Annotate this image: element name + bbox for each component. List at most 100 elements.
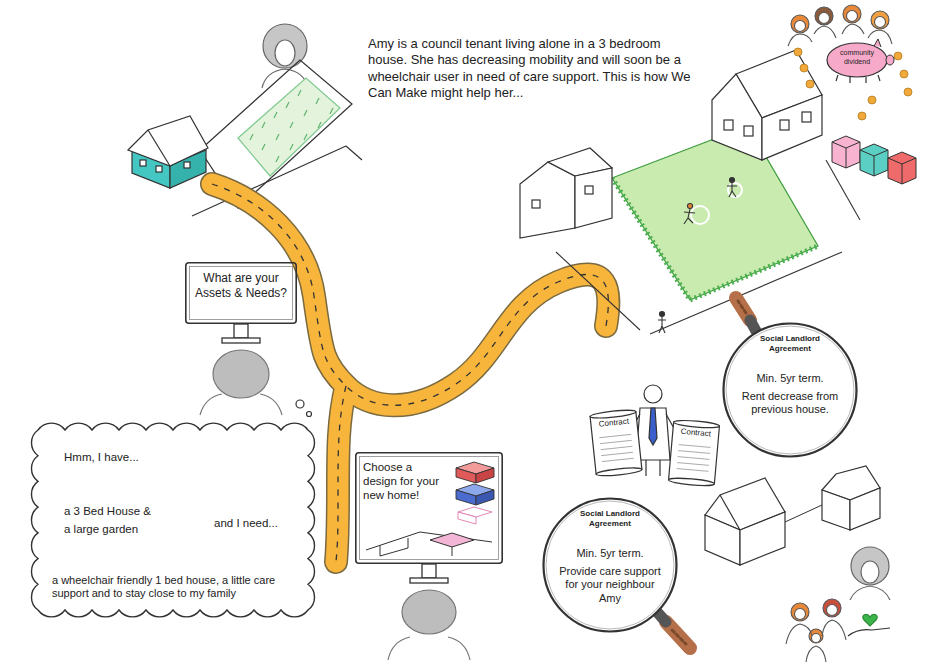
family-figures [795, 609, 806, 620]
house-design-options [476, 490, 494, 505]
journey-road [336, 386, 346, 562]
amy-portrait [275, 40, 295, 66]
new-home-pair [705, 466, 880, 565]
community-group [847, 11, 858, 22]
scroll-outline [599, 434, 631, 437]
family-figures [823, 599, 841, 617]
magnifier-handle [738, 301, 746, 313]
magnifier-lens: Social Landlord AgreementMin. 5yr term. P… [542, 497, 678, 633]
thought-text: and I need... [214, 516, 306, 530]
screen-text: Choose a design for your new home! [363, 460, 445, 502]
text-slot: and I need... [214, 516, 306, 530]
street-lines [650, 252, 842, 334]
text-slot: Rent decrease from previous house. [738, 390, 842, 417]
site-plan [452, 547, 453, 556]
monitor-outline [356, 453, 502, 563]
street-lines [556, 252, 640, 330]
family-figures [809, 629, 823, 643]
amy-portrait [850, 547, 890, 600]
thought-text: a large garden [64, 522, 174, 536]
neighbour-house [575, 168, 612, 228]
neighbour-house [520, 148, 612, 238]
monitor-stand [410, 578, 448, 583]
viewer-figure [200, 350, 282, 415]
community-group [819, 13, 830, 24]
lawn [612, 126, 818, 300]
current-house [128, 116, 208, 166]
text-slot: Min. 5yr term. [738, 372, 842, 385]
viewer-figure [402, 590, 456, 634]
screen-text: What are your Assets & Needs? [194, 271, 288, 300]
site-plan [366, 532, 492, 556]
viewer-figure [200, 394, 282, 415]
site-plan [366, 532, 492, 550]
new-house [802, 112, 811, 122]
garden-plot [250, 90, 333, 162]
new-house [724, 120, 733, 130]
scroll-outline [602, 458, 634, 461]
intro-text: Amy is a council tenant living alone in … [368, 36, 698, 101]
scroll-outline [668, 477, 714, 487]
new-house [712, 74, 762, 160]
magnifier-handle [658, 613, 666, 622]
monitor-stand [222, 324, 260, 343]
neighbour-house [520, 162, 575, 238]
new-house [744, 126, 753, 136]
agreement-body: Rent decrease from previous house. [738, 390, 842, 417]
family-figures [786, 620, 846, 662]
family-figures [812, 634, 821, 643]
scroll-outline [679, 445, 711, 448]
coins [904, 88, 912, 96]
new-home-pair [850, 488, 880, 530]
journey-road [336, 386, 346, 562]
text-slot: a large garden [64, 522, 174, 536]
playing-children [684, 178, 737, 225]
current-house [128, 116, 208, 188]
playing-children [688, 204, 693, 209]
coins [806, 80, 814, 88]
passer-by [658, 317, 666, 333]
house-design-options [456, 462, 494, 524]
text-slot: Social Landlord Agreement [758, 334, 822, 354]
street-lines [556, 160, 860, 334]
playing-children [730, 178, 735, 183]
contract-scroll: Contract [667, 418, 721, 488]
site-plan [430, 533, 474, 547]
pig-outline [836, 75, 880, 83]
site-plan [380, 538, 408, 556]
community-group [815, 7, 833, 25]
community-group [843, 5, 861, 23]
community-group [871, 11, 889, 29]
funded-buildings [888, 152, 916, 184]
coins [900, 70, 908, 78]
text-slot: a 3 Bed House & [64, 504, 174, 518]
agreement-heading: Social Landlord Agreement [578, 509, 642, 529]
text-slot: Provide care support for your neighbour … [558, 565, 662, 605]
family-figures [791, 603, 809, 621]
thought-cloud: Hmm, I have... a 3 Bed House & a large gar… [28, 420, 318, 620]
new-home-pair [822, 490, 850, 530]
thought-text: Hmm, I have... [64, 450, 164, 464]
text-slot: a wheelchair friendly 1 bed house, a lit… [52, 574, 294, 601]
community-group [788, 24, 892, 46]
new-home-pair [740, 512, 785, 565]
amy-portrait [851, 547, 889, 585]
street-lines [826, 160, 860, 220]
agreement-term: Min. 5yr term. [558, 547, 662, 560]
passer-by [660, 312, 665, 317]
care-hand [863, 614, 877, 626]
text-slot: Social Landlord Agreement [578, 509, 642, 529]
current-house [140, 160, 146, 166]
new-house [712, 50, 822, 160]
magnifier-lens: Social Landlord AgreementMin. 5yr term. R… [722, 322, 858, 458]
thought-text: a wheelchair friendly 1 bed house, a lit… [52, 574, 294, 601]
scroll-outline [678, 457, 710, 460]
text-slot: community dividend [830, 49, 884, 66]
monitor-outline [186, 263, 296, 323]
journey-road [336, 386, 346, 562]
coins [794, 48, 802, 56]
funded-buildings [888, 158, 916, 184]
scroll-outline [678, 451, 710, 454]
scroll-outline [669, 422, 720, 484]
community-group [795, 21, 806, 32]
